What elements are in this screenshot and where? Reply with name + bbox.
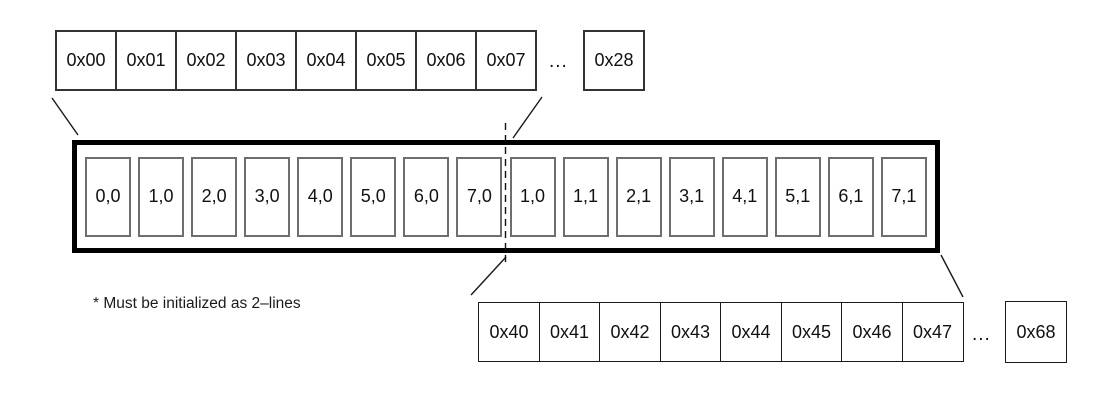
- address-cell: 0x41: [538, 302, 601, 362]
- address-cell: 0x40: [478, 302, 540, 362]
- address-cell: 0x43: [659, 302, 722, 362]
- cache-cell: 4,1: [721, 156, 768, 237]
- address-cell: 0x45: [780, 302, 843, 362]
- address-cell: 0x42: [599, 302, 661, 362]
- cache-cell: 5,1: [774, 156, 821, 237]
- cache-cell: 5,0: [350, 156, 397, 237]
- address-cell: 0x04: [295, 30, 357, 91]
- bottom-tail-address-cell: 0x68: [1005, 301, 1067, 363]
- address-cell: 0x07: [475, 30, 537, 91]
- address-cell: 0x46: [841, 302, 903, 362]
- address-cell: 0x44: [720, 302, 782, 362]
- bottom-ellipsis: ...: [972, 324, 991, 345]
- cache-cell: 1,0: [138, 156, 185, 237]
- cache-cell: 3,1: [668, 156, 715, 237]
- connector-bottom-left-line: [470, 256, 507, 296]
- cache-cell: 7,1: [880, 156, 927, 237]
- cache-cell: 7,0: [456, 156, 503, 237]
- cache-cell: 3,0: [244, 156, 291, 237]
- connector-bottom-right-line: [940, 254, 964, 298]
- cache-cell: 1,1: [562, 156, 609, 237]
- cache-line-box: 0,0 1,0 2,0 3,0 4,0 5,0 6,0 7,0 1,0 1,1 …: [72, 140, 940, 253]
- address-cell: 0x03: [235, 30, 297, 91]
- address-cell: 0x01: [115, 30, 177, 91]
- footnote: * Must be initialized as 2–lines: [93, 295, 301, 312]
- address-cell: 0x00: [55, 30, 117, 91]
- top-ellipsis: ...: [549, 51, 568, 72]
- cache-cell: 0,0: [85, 156, 131, 237]
- connector-top-left-line: [51, 97, 79, 136]
- cache-cell: 2,1: [615, 156, 662, 237]
- address-cell: 0x47: [901, 302, 964, 362]
- cache-cell: 4,0: [297, 156, 344, 237]
- cache-cell: 6,0: [403, 156, 450, 237]
- top-tail-address-cell: 0x28: [583, 30, 645, 91]
- cache-cell: 2,0: [191, 156, 238, 237]
- top-address-strip: 0x00 0x01 0x02 0x03 0x04 0x05 0x06 0x07: [55, 30, 537, 91]
- bottom-address-strip: 0x40 0x41 0x42 0x43 0x44 0x45 0x46 0x47: [478, 302, 964, 362]
- address-cell: 0x02: [175, 30, 237, 91]
- cache-cell: 1,0: [509, 156, 556, 237]
- address-cell: 0x06: [415, 30, 477, 91]
- address-cell: 0x05: [355, 30, 417, 91]
- connector-top-right-line: [512, 96, 543, 139]
- cache-cell: 6,1: [827, 156, 874, 237]
